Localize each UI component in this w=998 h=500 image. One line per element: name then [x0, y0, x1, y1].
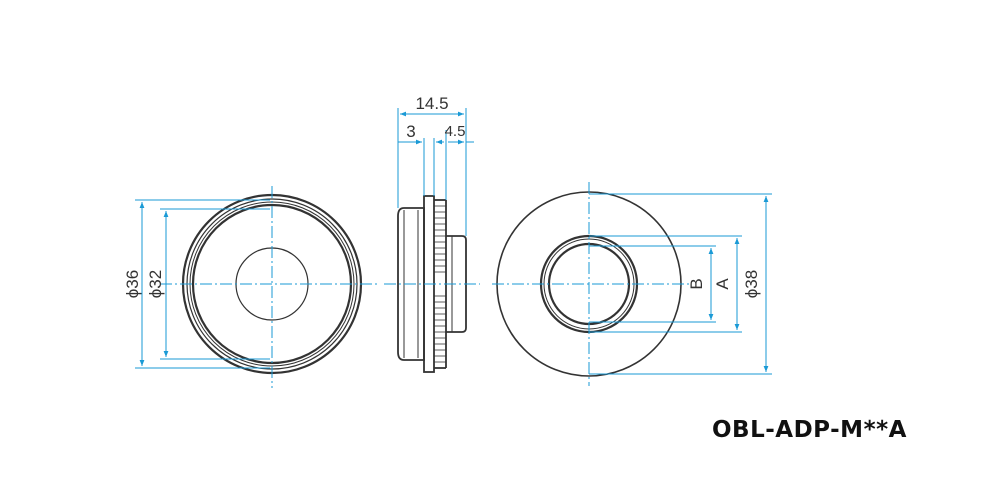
rear-dimension-lines [589, 193, 772, 375]
dim-side-thread-length: 4.5 [445, 123, 466, 140]
dim-rear-bore-b: B [687, 278, 706, 289]
side-view: 14.5 3 4.5 [384, 94, 480, 373]
model-label: OBL-ADP-M**A [712, 417, 907, 443]
front-dimension-lines [135, 199, 270, 369]
front-centerlines [160, 186, 378, 388]
dim-front-outer-diameter: ϕ36 [123, 270, 142, 298]
dim-side-flange-width: 3 [406, 122, 415, 141]
side-dimension-lines [397, 108, 474, 236]
rear-centerlines [492, 182, 690, 386]
dim-side-total-length: 14.5 [415, 94, 448, 113]
side-knurl [434, 205, 446, 363]
dim-rear-bore-a: A [713, 278, 732, 290]
front-view: ϕ36 ϕ32 [123, 186, 378, 388]
dim-front-inner-diameter: ϕ32 [146, 270, 165, 298]
dim-rear-outer-diameter: ϕ38 [742, 270, 761, 298]
rear-view: ϕ38 A B [492, 182, 772, 386]
